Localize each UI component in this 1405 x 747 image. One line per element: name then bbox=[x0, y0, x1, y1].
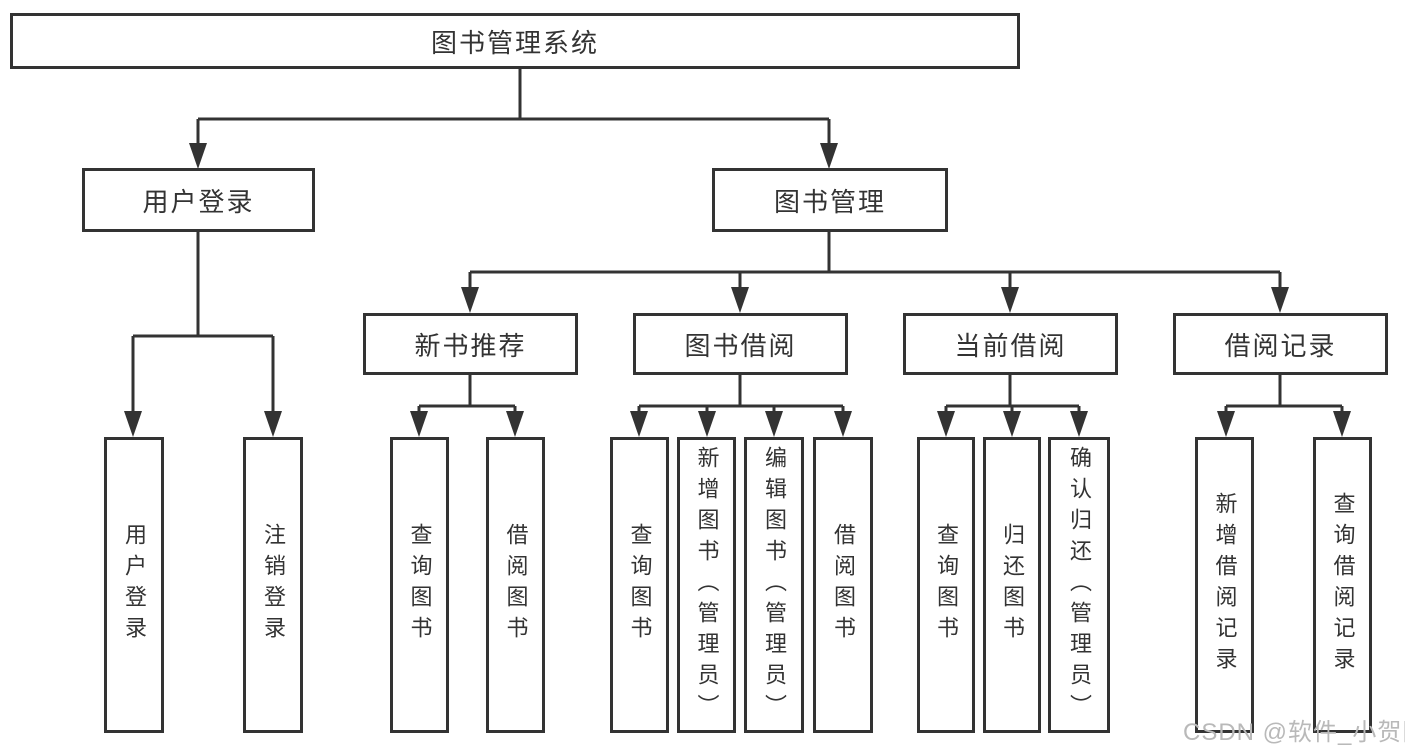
node-add-books-admin: 新增图书（管理员） bbox=[677, 437, 736, 733]
node-label: 查询借阅记录 bbox=[1330, 492, 1356, 678]
node-add-borrow-record: 新增借阅记录 bbox=[1195, 437, 1254, 733]
arrow-down-icon bbox=[834, 411, 852, 437]
arrow-down-icon bbox=[461, 287, 479, 313]
node-label: 归还图书 bbox=[1000, 523, 1025, 647]
node-label: 确认归还（管理员） bbox=[1067, 445, 1092, 725]
csdn-watermark: CSDN @软件_小贺同学 bbox=[1183, 719, 1405, 746]
connector-path bbox=[131, 68, 1344, 415]
node-query-books-current: 查询图书 bbox=[917, 437, 975, 733]
arrow-down-icon bbox=[264, 411, 282, 437]
node-label: 新增图书（管理员） bbox=[694, 445, 720, 725]
node-label: 用户登录 bbox=[122, 523, 147, 647]
arrow-down-icon bbox=[1003, 411, 1021, 437]
arrow-down-icon bbox=[189, 143, 207, 169]
arrow-down-icon bbox=[410, 411, 428, 437]
node-return-books: 归还图书 bbox=[983, 437, 1041, 733]
node-label: 借阅图书 bbox=[831, 523, 856, 647]
arrow-down-icon bbox=[1271, 287, 1289, 313]
arrow-down-icon bbox=[765, 411, 783, 437]
node-confirm-return-admin: 确认归还（管理员） bbox=[1048, 437, 1110, 733]
node-user-login: 用户登录 bbox=[82, 168, 315, 232]
node-label: 查询图书 bbox=[407, 523, 433, 647]
arrow-down-icon bbox=[1333, 411, 1351, 437]
node-book-management: 图书管理 bbox=[712, 168, 948, 232]
arrow-down-icon bbox=[1217, 411, 1235, 437]
node-current-borrowing: 当前借阅 bbox=[903, 313, 1118, 375]
arrow-down-icon bbox=[1070, 411, 1088, 437]
node-label: 查询图书 bbox=[934, 523, 959, 647]
node-edit-books-admin: 编辑图书（管理员） bbox=[744, 437, 804, 733]
arrow-down-icon bbox=[630, 411, 648, 437]
node-new-book-recommendation: 新书推荐 bbox=[363, 313, 578, 375]
node-query-books-recommend: 查询图书 bbox=[390, 437, 449, 733]
node-borrowing-records: 借阅记录 bbox=[1173, 313, 1388, 375]
arrow-down-icon bbox=[820, 143, 838, 169]
arrow-down-icon bbox=[731, 287, 749, 313]
node-label: 注销登录 bbox=[261, 523, 286, 647]
arrow-down-icon bbox=[124, 411, 142, 437]
node-label: 借阅图书 bbox=[503, 523, 529, 647]
node-book-borrowing: 图书借阅 bbox=[633, 313, 848, 375]
arrow-down-icon bbox=[1001, 287, 1019, 313]
node-user-login-leaf: 用户登录 bbox=[104, 437, 164, 733]
arrowheads bbox=[124, 143, 1351, 437]
arrow-down-icon bbox=[698, 411, 716, 437]
node-borrow-books-recommend: 借阅图书 bbox=[486, 437, 545, 733]
node-label: 新增借阅记录 bbox=[1212, 492, 1238, 678]
node-logout: 注销登录 bbox=[243, 437, 303, 733]
node-label: 查询图书 bbox=[627, 523, 653, 647]
node-label: 编辑图书（管理员） bbox=[762, 445, 787, 725]
node-query-borrow-record: 查询借阅记录 bbox=[1313, 437, 1372, 733]
node-query-books-borrow: 查询图书 bbox=[610, 437, 669, 733]
arrow-down-icon bbox=[506, 411, 524, 437]
node-borrow-books: 借阅图书 bbox=[813, 437, 873, 733]
node-library-management-system: 图书管理系统 bbox=[10, 13, 1020, 69]
arrow-down-icon bbox=[937, 411, 955, 437]
